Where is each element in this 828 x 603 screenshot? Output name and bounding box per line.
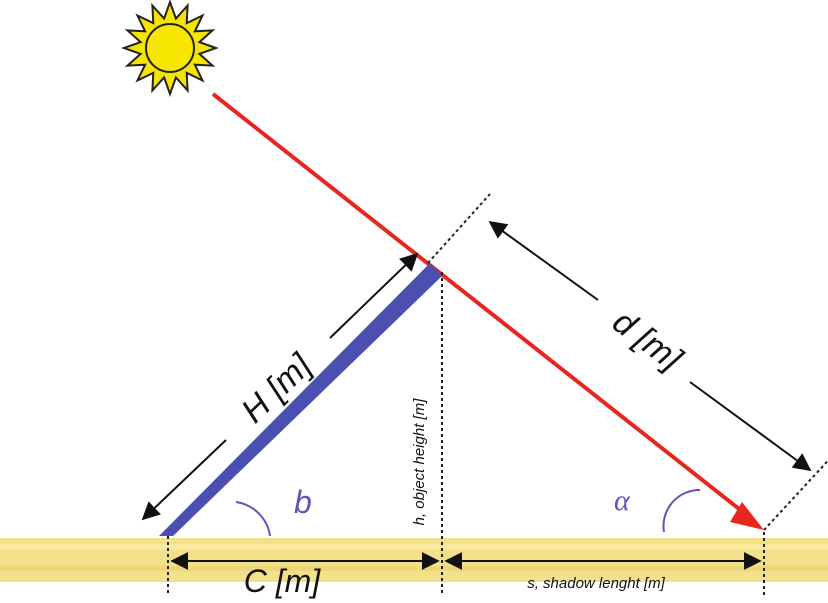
d-label: d [m] — [606, 302, 690, 379]
H-dimension-segment-2 — [141, 439, 227, 521]
sun-ray-arrowhead — [730, 502, 764, 530]
extension-line-bottom — [763, 459, 828, 531]
angle-b-label: b — [294, 484, 312, 520]
C-label: C [m] — [244, 563, 322, 599]
angle-b-arc — [235, 501, 271, 537]
angle-alpha-arc — [662, 488, 701, 533]
s-label: s, shadow lenght [m] — [527, 575, 665, 592]
d-dimension-segment-2 — [689, 381, 812, 472]
tilted-panel — [159, 263, 442, 536]
H-dimension-segment-1 — [329, 252, 419, 339]
d-dimension-segment-1 — [488, 220, 599, 301]
sun-icon — [121, 0, 219, 97]
extension-line-top — [427, 193, 491, 264]
h-label: h, object height [m] — [411, 398, 428, 526]
sun-ray — [211, 92, 750, 518]
angle-alpha-label: α — [614, 484, 631, 517]
